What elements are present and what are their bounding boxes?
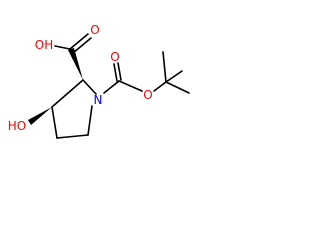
bond-c2-n <box>82 79 97 95</box>
bond-tbu-methyl-3 <box>165 81 190 94</box>
boc-carbonyl-oxygen-label: O <box>110 50 119 64</box>
bonds <box>28 33 190 139</box>
bond-c5-c4 <box>56 134 89 139</box>
bond-tbu-methyl-1 <box>162 51 167 83</box>
bond-n-c5 <box>87 105 93 136</box>
atom-labels: OH O HO N O O <box>8 23 153 133</box>
bond-acid-c-o-1 <box>69 33 89 50</box>
wedge-bond-c2-acid <box>68 48 83 80</box>
bond-n-boc-c <box>103 80 120 94</box>
ester-oxygen-label: O <box>143 88 152 102</box>
acid-carbonyl-oxygen-label: O <box>90 23 99 37</box>
bond-tbu-methyl-2 <box>165 70 183 83</box>
bond-boc-c-o-2 <box>117 62 122 81</box>
bond-c4-c3 <box>51 106 58 139</box>
acid-hydroxyl-label: OH <box>35 38 53 52</box>
bond-acid-c-o-2 <box>72 37 92 54</box>
bond-boc-c-o-1 <box>113 63 118 82</box>
ring-nitrogen-label: N <box>94 93 103 107</box>
bond-boc-c-ester-o <box>118 80 143 92</box>
ring-hydroxyl-label: HO <box>8 119 26 133</box>
bond-acid-c-oh <box>54 45 71 50</box>
bond-ester-o-tbu <box>153 81 167 92</box>
bond-c3-c2 <box>51 79 84 108</box>
molecule-structure: OH O HO N O O <box>8 23 190 139</box>
wedge-bond-c3-oh <box>28 107 52 125</box>
